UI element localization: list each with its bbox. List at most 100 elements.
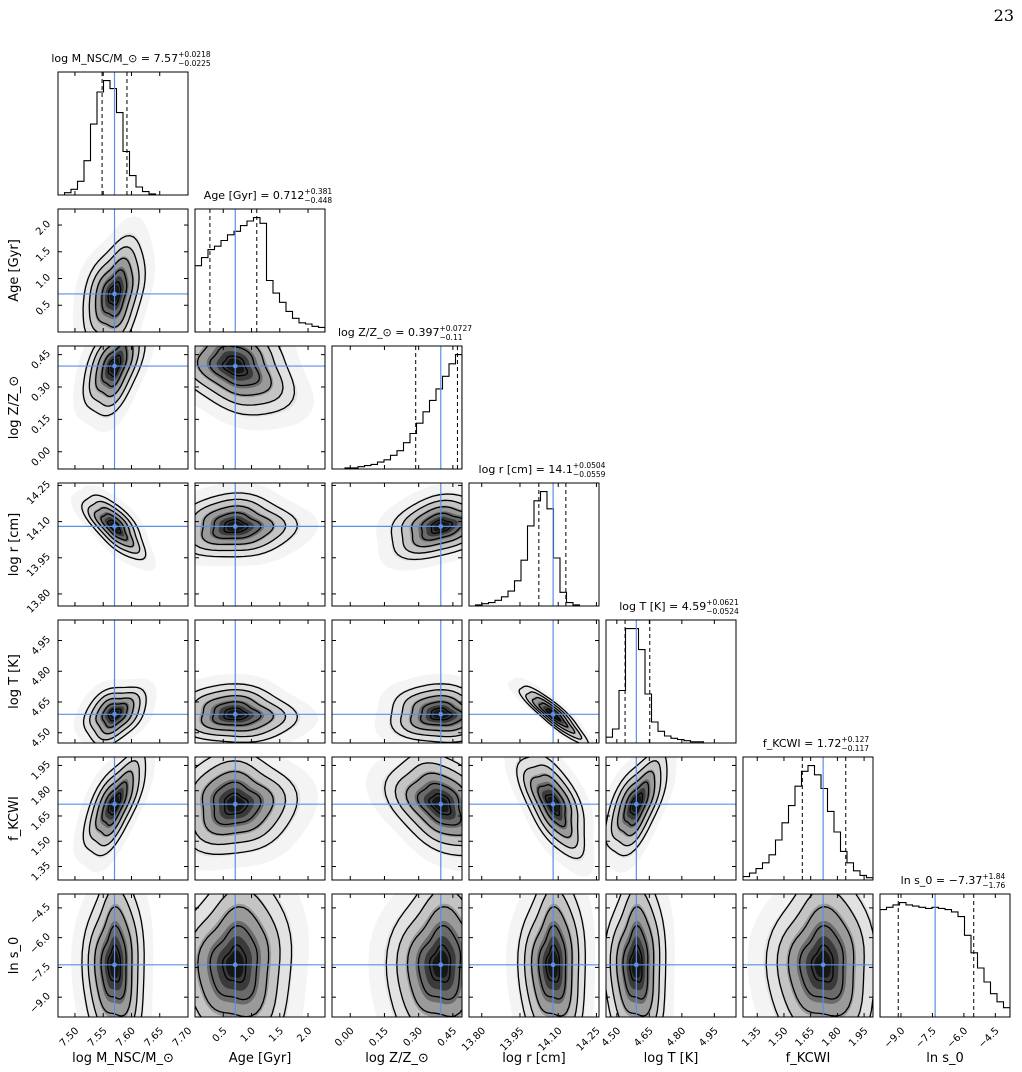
contour-line — [211, 701, 262, 726]
histogram-step-T — [606, 628, 736, 743]
contour-line — [209, 925, 259, 1001]
hist-title-sup: +1.84 — [982, 872, 1005, 881]
hist-title-sup: +0.0504 — [573, 461, 606, 470]
contour-line — [81, 494, 147, 561]
x-tick-label: 7.60 — [114, 1026, 138, 1050]
contour-line — [195, 894, 281, 1017]
contour-line — [82, 235, 146, 332]
histogram-step-Z — [332, 354, 462, 469]
contour-line — [420, 512, 462, 541]
y-tick-label: −6.0 — [28, 931, 53, 956]
contour-line — [776, 894, 865, 1017]
contour-line — [195, 757, 299, 855]
hist-title-text: f_KCWI = 1.72 — [763, 737, 842, 750]
hist-title-text: log r [cm] = 14.1 — [479, 463, 573, 476]
histogram-step-s — [880, 902, 1010, 1017]
y-tick-label: −7.5 — [28, 961, 53, 986]
y-tick-label: 0.45 — [30, 348, 54, 372]
contour-line — [200, 694, 275, 732]
contour-line — [522, 764, 579, 849]
contour-line — [101, 781, 128, 827]
y-tick-label: 14.10 — [25, 515, 53, 543]
panel-frame — [331, 345, 463, 470]
hist-title-sub: −0.0225 — [178, 59, 211, 68]
y-tick-label: 1.65 — [30, 810, 54, 834]
contour-line — [87, 500, 141, 554]
panel-frame — [57, 619, 189, 744]
contour-line — [223, 792, 249, 816]
x-tick-label: 0.5 — [211, 1026, 230, 1045]
y-tick-label: −9.0 — [28, 991, 53, 1016]
hist-title-sup: +0.381 — [304, 187, 332, 196]
hist-title-sub: −0.117 — [841, 744, 869, 753]
density-panel-f-vs-r — [469, 757, 599, 880]
hist-panel-M — [58, 72, 188, 195]
hist-title-sub: −0.11 — [440, 333, 463, 342]
contour-line — [87, 894, 139, 1017]
median-point — [112, 801, 117, 807]
contour-line — [201, 505, 275, 546]
contour-line — [197, 906, 270, 1017]
hist-title-text: Age [Gyr] = 0.712 — [204, 189, 305, 202]
x-tick-label: 1.50 — [767, 1026, 791, 1050]
contour-line — [195, 683, 299, 743]
x-tick-label: 4.50 — [600, 1026, 624, 1050]
x-axis-label-M: log M_NSC/M_⊙ — [72, 1051, 174, 1066]
y-tick-label: 4.65 — [30, 696, 54, 720]
density-panel-T-vs-Age — [195, 620, 325, 743]
contour-line — [82, 346, 146, 417]
contour-line — [221, 944, 247, 983]
hist-panel-Z — [332, 346, 462, 469]
panel-frame — [331, 619, 463, 744]
median-point — [112, 711, 117, 717]
contour-line — [195, 760, 287, 846]
y-tick-label: 1.5 — [34, 245, 53, 264]
median-point — [633, 962, 639, 968]
panel-frame — [605, 619, 737, 744]
hist-title-sup: +0.0218 — [178, 50, 211, 59]
contour-line — [201, 770, 275, 836]
contour-line — [394, 762, 462, 847]
panel-frame — [879, 893, 1011, 1018]
contour-line — [88, 346, 140, 407]
hist-panel-s — [880, 894, 1010, 1017]
contour-line — [629, 792, 644, 816]
hist-title-M: log M_NSC/M_⊙ = 7.57+0.0218−0.0225 — [51, 50, 211, 68]
hist-title-sub: −0.0524 — [706, 607, 739, 616]
density-panel-T-vs-Z — [332, 620, 462, 743]
page-number: 23 — [993, 6, 1014, 25]
y-tick-label: 0.30 — [30, 381, 54, 405]
hist-title-Age: Age [Gyr] = 0.712+0.381−0.448 — [204, 187, 333, 205]
contour-line — [107, 354, 122, 378]
median-point — [820, 962, 826, 968]
median-point — [232, 711, 238, 717]
density-panel-f-vs-T — [606, 757, 736, 880]
x-tick-label: 1.80 — [820, 1026, 844, 1050]
y-axis-label-Z: log Z/Z_⊙ — [7, 376, 22, 440]
hist-title-text: log T [K] = 4.59 — [619, 600, 706, 613]
contour-line — [410, 506, 462, 548]
x-axis-label-Age: Age [Gyr] — [229, 1051, 292, 1066]
contour-line — [623, 781, 650, 827]
x-tick-label: 0.00 — [333, 1026, 357, 1050]
contour-line — [195, 492, 298, 558]
y-tick-label: 0.15 — [30, 413, 54, 437]
median-point — [550, 801, 556, 807]
y-tick-label: 4.50 — [30, 726, 54, 750]
panel-frame — [57, 893, 189, 1018]
x-tick-label: 13.95 — [498, 1026, 526, 1054]
median-point — [550, 711, 556, 717]
hist-title-sup: +0.0621 — [706, 598, 739, 607]
hist-title-sup: +0.0727 — [439, 324, 472, 333]
x-axis-label-Z: log Z/Z_⊙ — [365, 1051, 429, 1066]
x-tick-label: 13.80 — [460, 1026, 488, 1054]
y-tick-label: 1.80 — [30, 784, 54, 808]
contour-line — [428, 944, 452, 983]
x-tick-label: 7.70 — [171, 1026, 195, 1050]
panel-frame — [57, 208, 189, 333]
hist-title-Z: log Z/Z_⊙ = 0.397+0.0727−0.11 — [338, 324, 472, 342]
contour-line — [196, 346, 272, 396]
panel-frame — [331, 756, 463, 881]
contour-line — [531, 696, 576, 734]
